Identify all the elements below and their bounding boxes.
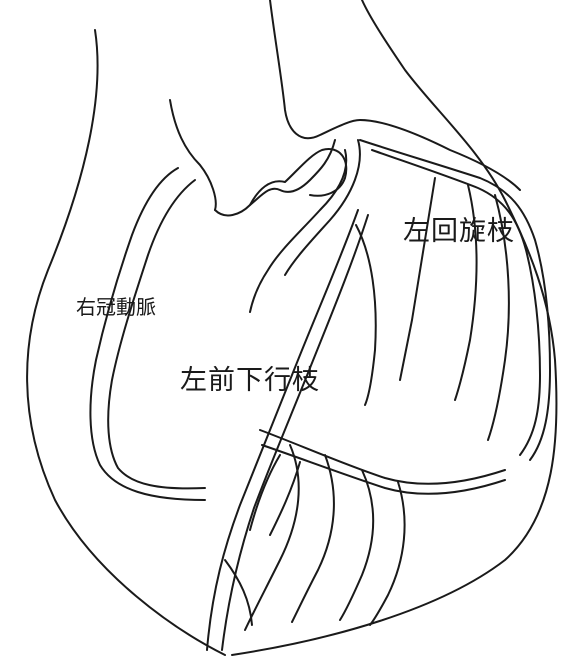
- aortic-root-outline: [215, 140, 335, 215]
- left-circumflex-artery-inner: [372, 150, 540, 455]
- left-anterior-descending-artery-inner: [222, 215, 368, 650]
- obtuse-marginal-branch-1: [400, 178, 435, 380]
- inferior-small-branch-2: [270, 462, 300, 535]
- diagonal-branch: [356, 225, 376, 405]
- apical-branch: [225, 560, 252, 625]
- left-main-coronary: [250, 150, 346, 312]
- inferior-branch-3: [340, 470, 373, 620]
- inferior-branch-4: [370, 482, 405, 625]
- left-circumflex-artery: [360, 140, 550, 460]
- label-right-coronary-artery: 右冠動脈: [76, 297, 156, 317]
- left-anterior-descending-artery: [207, 210, 358, 650]
- label-left-anterior-descending: 左前下行枝: [180, 367, 320, 394]
- right-coronary-artery-inner: [108, 180, 205, 488]
- right-coronary-artery: [90, 168, 205, 500]
- aorta-outline: [170, 100, 216, 210]
- label-left-circumflex: 左回旋枝: [403, 218, 515, 245]
- heart-outline: [27, 30, 225, 655]
